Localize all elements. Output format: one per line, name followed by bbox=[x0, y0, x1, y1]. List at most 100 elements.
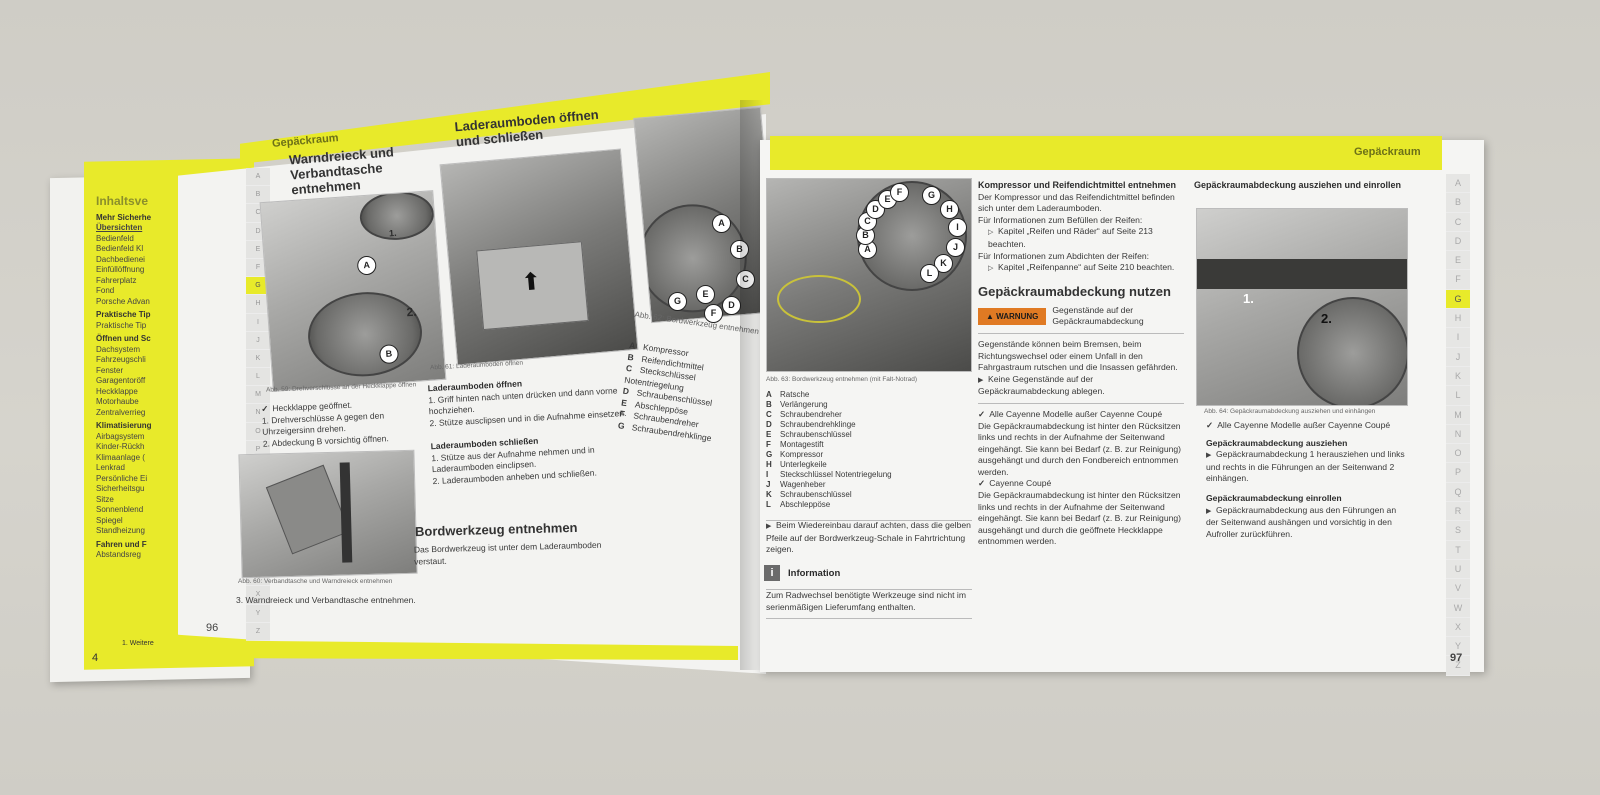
toc-item[interactable]: Sicherheitsgu bbox=[96, 484, 145, 493]
callout-a: A bbox=[712, 214, 731, 233]
back-page-number: 4 bbox=[92, 652, 99, 664]
index-tab-o[interactable]: O bbox=[246, 422, 270, 441]
index-tab-t[interactable]: T bbox=[1446, 540, 1470, 560]
index-tab-z[interactable]: Z bbox=[1446, 656, 1470, 676]
toc-item[interactable]: Einfüllöffnung bbox=[96, 265, 145, 274]
index-tab-r[interactable]: R bbox=[1446, 502, 1470, 522]
right-header-title: Gepäckraum bbox=[1354, 146, 1421, 158]
index-tab-b[interactable]: B bbox=[1446, 193, 1470, 213]
index-tab-h[interactable]: H bbox=[246, 295, 270, 314]
callout-g: G bbox=[922, 186, 941, 205]
index-tab-s[interactable]: S bbox=[1446, 521, 1470, 541]
figure-64-caption: Abb. 64: Gepäckraumabdeckung ausziehen u… bbox=[1204, 408, 1376, 415]
separator bbox=[978, 402, 1184, 404]
toc-item[interactable]: Fenster bbox=[96, 365, 124, 375]
index-tab-e[interactable]: E bbox=[1446, 251, 1470, 271]
index-tab-d[interactable]: D bbox=[1446, 231, 1470, 252]
figure-63-caption: Abb. 63: Bordwerkzeug entnehmen (mit Fal… bbox=[766, 376, 918, 383]
index-tab-x[interactable]: X bbox=[1446, 617, 1470, 638]
index-tab-a[interactable]: A bbox=[246, 168, 270, 187]
figure-64: 1. 2. bbox=[1196, 208, 1408, 406]
toc-item[interactable]: Lenkrad bbox=[96, 463, 125, 472]
index-tab-n[interactable]: N bbox=[1446, 424, 1470, 445]
toc-item[interactable]: Kinder-Rückh bbox=[96, 442, 145, 451]
index-tab-f[interactable]: F bbox=[1446, 270, 1470, 290]
toc-item[interactable]: Fond bbox=[96, 286, 115, 295]
index-tab-a[interactable]: A bbox=[1446, 174, 1470, 194]
index-tab-y[interactable]: Y bbox=[246, 604, 270, 623]
toc-item[interactable]: Airbagsystem bbox=[96, 431, 145, 441]
right-col3-heading-box: Gepäckraumabdeckung ausziehen und einrol… bbox=[1194, 180, 1404, 192]
coupe-text: Die Gepäckraumabdeckung ist hinter den R… bbox=[978, 490, 1182, 547]
index-tab-y[interactable]: Y bbox=[1446, 637, 1470, 657]
toc-item[interactable]: Fahren und F bbox=[96, 539, 147, 549]
toc-item[interactable]: Klimaanlage ( bbox=[96, 452, 145, 462]
step-label: 2. bbox=[406, 304, 418, 320]
toc-item[interactable]: Klimatisierung bbox=[96, 421, 152, 430]
index-tab-i[interactable]: I bbox=[246, 313, 270, 332]
toc-item[interactable]: Mehr Sicherhe bbox=[96, 212, 152, 222]
left-page-number: 96 bbox=[206, 622, 219, 634]
index-tab-v[interactable]: V bbox=[1446, 579, 1470, 599]
index-tab-k[interactable]: K bbox=[1446, 366, 1470, 387]
toc-item[interactable]: Heckklappe bbox=[96, 386, 138, 396]
toc-item[interactable]: Öffnen und Sc bbox=[96, 334, 151, 343]
index-tab-o[interactable]: O bbox=[1446, 444, 1470, 464]
index-tab-k[interactable]: K bbox=[246, 349, 270, 369]
toc-item[interactable]: Fahrzeugschli bbox=[96, 355, 146, 364]
toc-item[interactable]: Bedienfeld bbox=[96, 233, 134, 243]
index-tab-m[interactable]: M bbox=[1446, 405, 1470, 425]
toc-item[interactable]: Persönliche Ei bbox=[96, 473, 148, 483]
index-tab-h[interactable]: H bbox=[1446, 309, 1470, 329]
toc-item[interactable]: Bedienfeld Kl bbox=[96, 244, 144, 253]
toc-item[interactable]: Dachbedienei bbox=[96, 254, 145, 264]
index-tab-b[interactable]: B bbox=[246, 186, 270, 205]
toc-item[interactable]: Abstandsreg bbox=[96, 550, 141, 559]
callout-i: I bbox=[948, 218, 967, 237]
step-label: 1. bbox=[1243, 291, 1254, 306]
toc-item[interactable]: Garagentoröff bbox=[96, 376, 146, 385]
toc-item[interactable]: Sitze bbox=[96, 494, 114, 504]
toc-item[interactable]: Praktische Tip bbox=[96, 320, 147, 330]
index-tab-i[interactable]: I bbox=[1446, 328, 1470, 348]
index-tab-l[interactable]: L bbox=[1446, 386, 1470, 406]
warning-badge: ▲ WARNUNG bbox=[978, 307, 1047, 326]
spare-wheel-tray bbox=[777, 275, 861, 323]
index-tab-l[interactable]: L bbox=[246, 368, 270, 387]
toc-item[interactable]: Motorhaube bbox=[96, 397, 139, 406]
index-tab-z[interactable]: Z bbox=[246, 622, 270, 641]
index-tab-u[interactable]: U bbox=[1446, 559, 1470, 580]
toc-item[interactable]: Übersichten bbox=[96, 223, 143, 232]
index-tab-j[interactable]: J bbox=[246, 331, 270, 350]
toc-item[interactable]: Sonnenblend bbox=[96, 505, 144, 514]
index-tab-m[interactable]: M bbox=[246, 386, 270, 405]
fill-link: ▷Kapitel „Reifen und Räder“ auf Seite 21… bbox=[988, 226, 1153, 249]
index-tab-q[interactable]: Q bbox=[1446, 482, 1470, 503]
index-tab-p[interactable]: P bbox=[1446, 463, 1470, 483]
index-tab-w[interactable]: W bbox=[1446, 598, 1470, 618]
seal-head: Für Informationen zum Abdichten der Reif… bbox=[978, 250, 1150, 261]
toc-item[interactable]: Zentralverrieg bbox=[96, 407, 146, 417]
toc-item[interactable]: Dachsystem bbox=[96, 344, 141, 354]
models-check: ✓Alle Cayenne Modelle außer Cayenne Coup… bbox=[978, 408, 1163, 419]
index-tab-x[interactable]: X bbox=[246, 586, 270, 605]
toc-item[interactable]: Standheizung bbox=[96, 526, 145, 535]
index-tab-c[interactable]: C bbox=[1446, 212, 1470, 232]
toc-item[interactable]: Fahrerplatz bbox=[96, 275, 137, 285]
toc-item[interactable]: Spiegel bbox=[96, 515, 123, 525]
index-tab-g[interactable]: G bbox=[1446, 289, 1470, 310]
callout-g: G bbox=[668, 292, 687, 311]
index-tab-j[interactable]: J bbox=[1446, 347, 1470, 367]
zoom-circle bbox=[857, 181, 967, 291]
toc-item[interactable]: Praktische Tip bbox=[96, 310, 151, 319]
index-tab-g[interactable]: G bbox=[246, 277, 270, 296]
index-tab-n[interactable]: N bbox=[246, 404, 270, 423]
callout-e: E bbox=[696, 285, 715, 304]
callout-a: A bbox=[356, 255, 377, 276]
toc-item[interactable]: Porsche Advan bbox=[96, 296, 150, 306]
